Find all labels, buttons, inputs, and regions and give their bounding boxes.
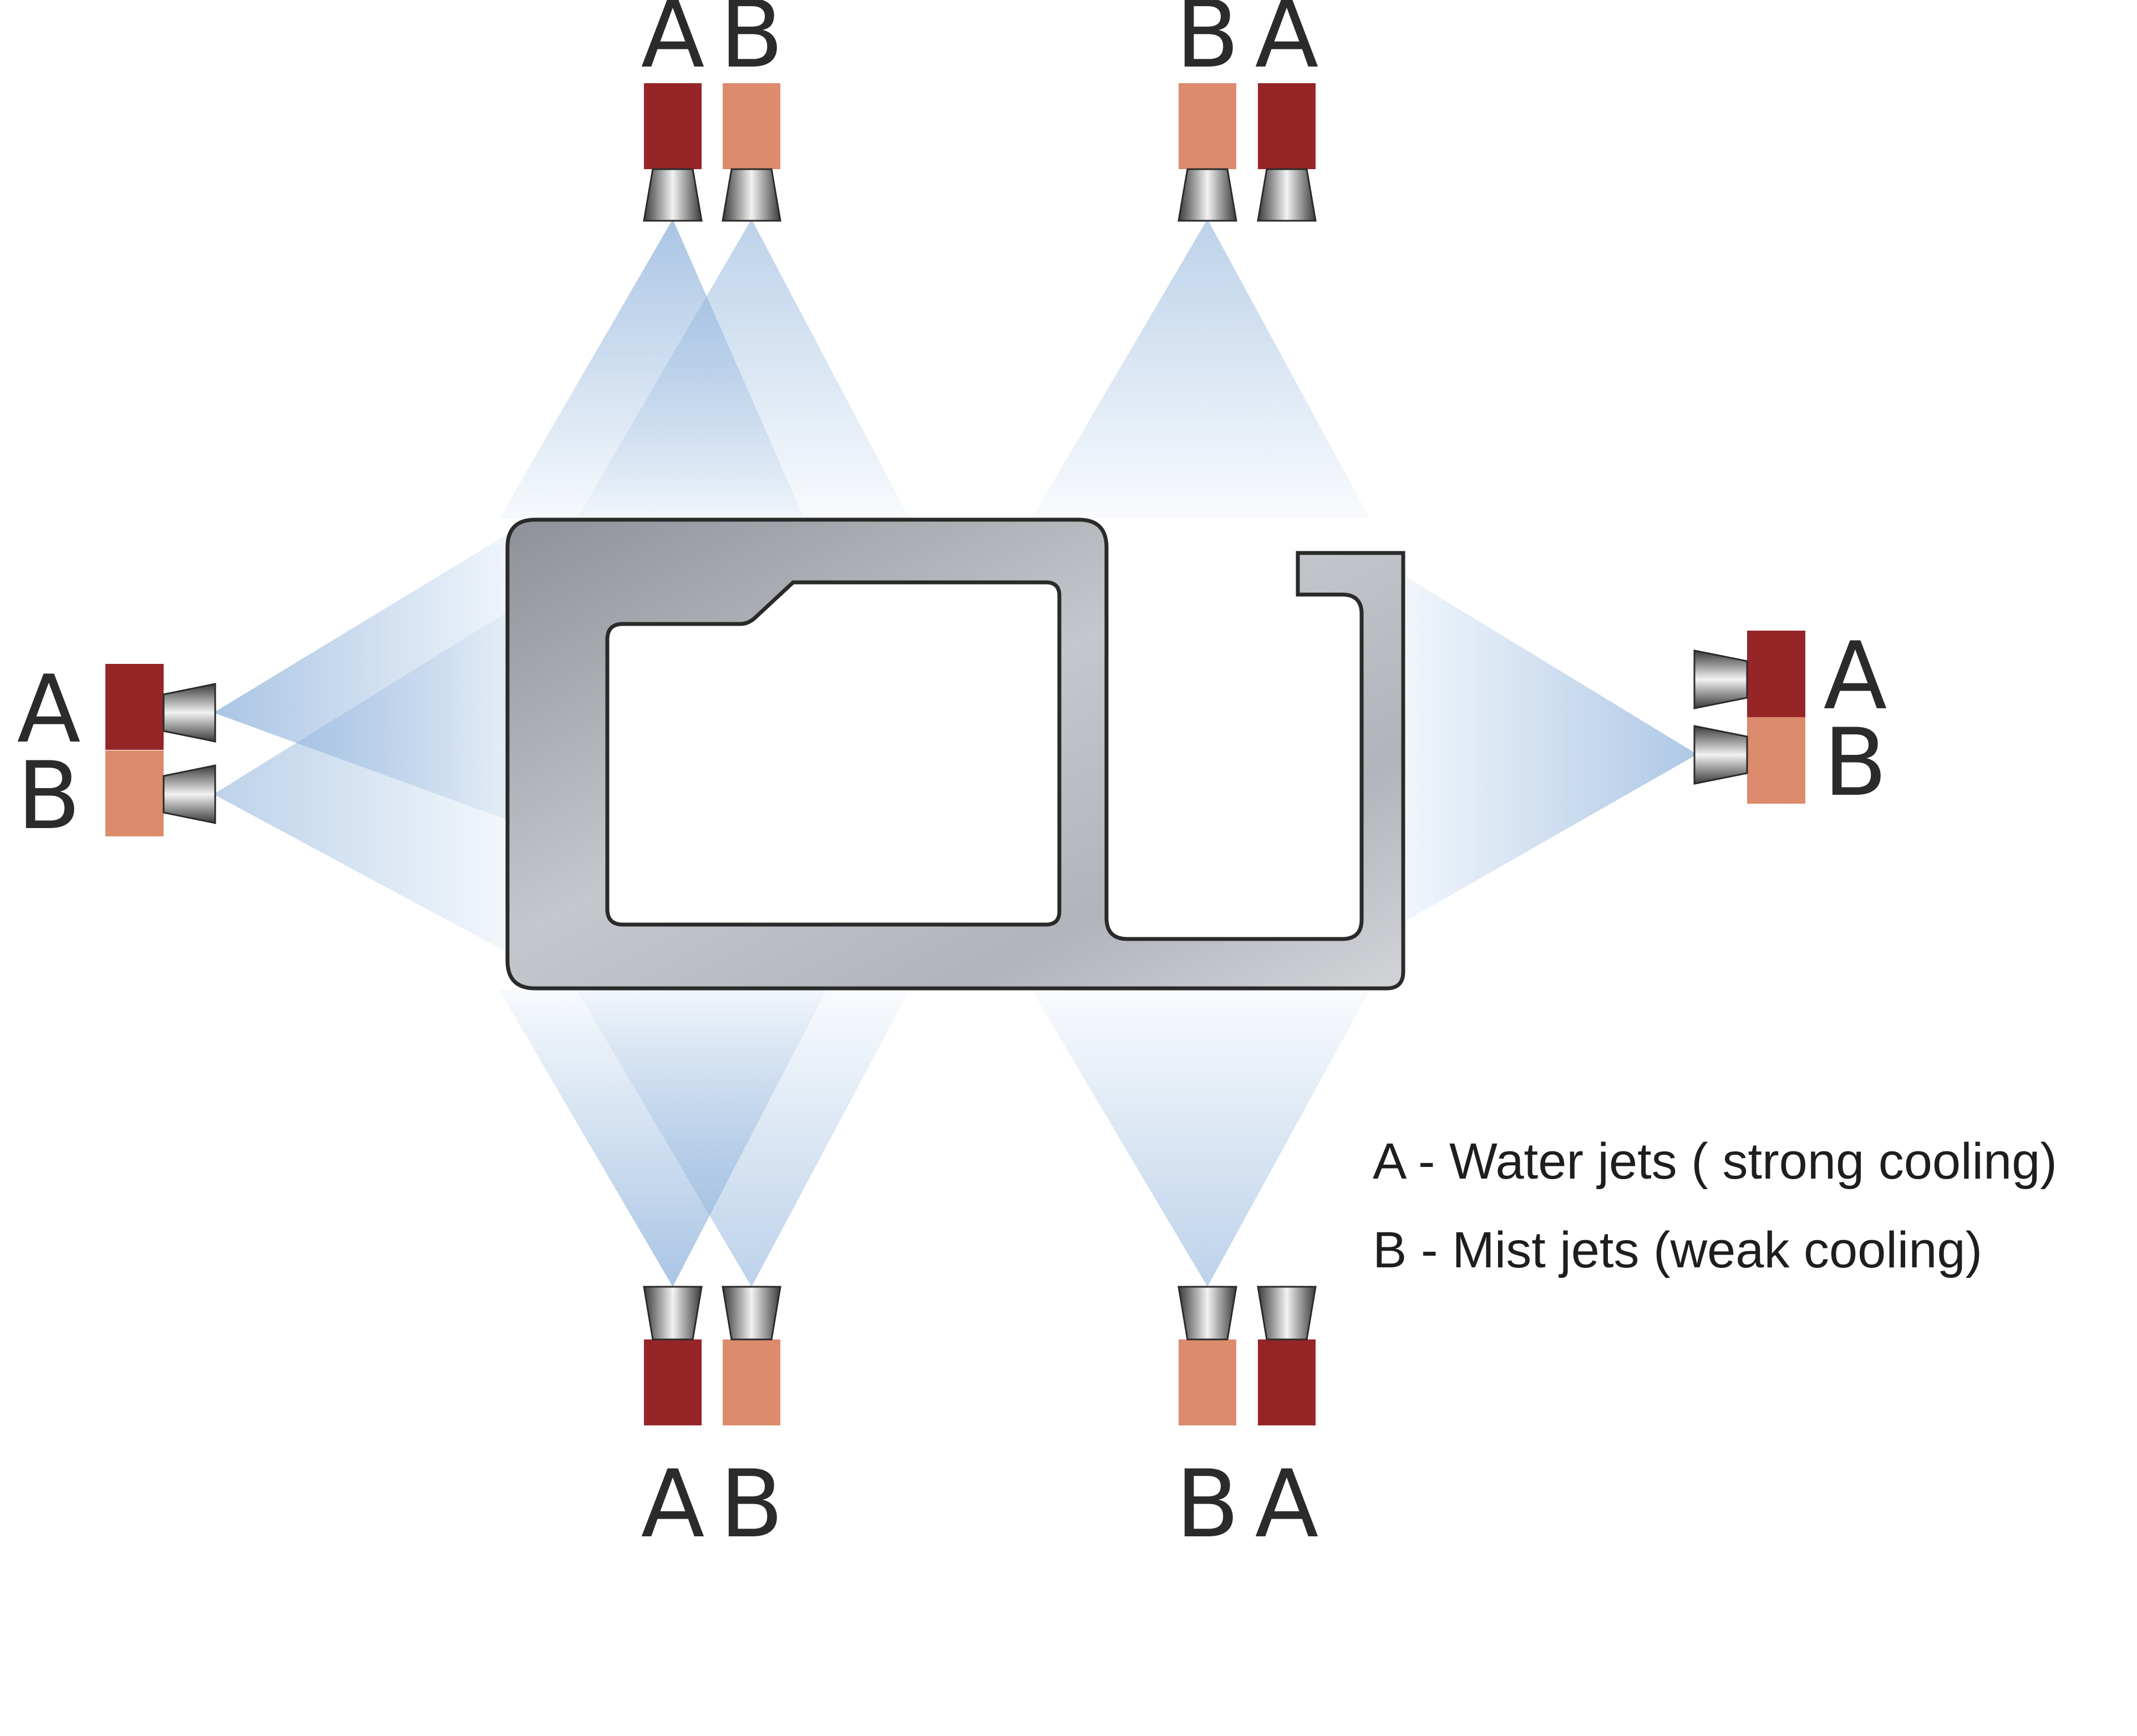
bottom_left-label-b: B	[719, 1450, 783, 1559]
top_right-jet-block-a	[1258, 83, 1316, 169]
top_left-label-b: B	[719, 0, 783, 89]
bottom_left-jet-block-b	[723, 1339, 780, 1425]
right-nozzle-icon-b	[1693, 725, 1748, 785]
spray-top-right-b	[1032, 219, 1370, 519]
profile-body	[505, 517, 1405, 991]
bottom_right-nozzle-icon-a	[1257, 1286, 1317, 1341]
right-jet-block-b	[1747, 717, 1805, 804]
legend-water-jets: A - Water jets ( strong cooling)	[1373, 1133, 2057, 1190]
spray-left-b	[214, 610, 510, 954]
spray-bottom-right-b	[1032, 990, 1370, 1287]
right-nozzle-icon-a	[1693, 649, 1748, 709]
left-jet-block-a	[105, 664, 164, 750]
bottom_left-jet-block-a	[644, 1339, 702, 1425]
bottom_right-jet-block-a	[1258, 1339, 1316, 1425]
top_right-nozzle-icon-b	[1177, 168, 1237, 222]
top_left-nozzle-icon-b	[722, 168, 781, 222]
top_right-nozzle-icon-a	[1257, 168, 1317, 222]
extrusion-profile	[505, 517, 1405, 991]
left-jet-block-b	[105, 750, 164, 836]
legend: A - Water jets ( strong cooling) B - Mis…	[1373, 1133, 2057, 1278]
top_left-jet-block-b	[723, 83, 780, 169]
left-label-a: A	[17, 655, 81, 764]
spray-right	[1406, 577, 1697, 921]
left-nozzle-icon-b	[163, 764, 216, 824]
left-nozzle-icon-a	[163, 683, 216, 743]
spray-fans	[214, 219, 1697, 1287]
left-label-b: B	[17, 742, 80, 850]
bottom_left-label-a: A	[641, 1450, 705, 1559]
top_left-nozzle-icon-a	[643, 168, 703, 222]
legend-mist-jets: B - Mist jets (weak cooling)	[1373, 1222, 1982, 1278]
right-label-b: B	[1823, 708, 1887, 817]
bottom_right-jet-block-b	[1179, 1339, 1236, 1425]
bottom_left-nozzle-icon-b	[722, 1286, 781, 1341]
top_right-label-a: A	[1255, 0, 1319, 89]
right-label-a: A	[1824, 622, 1887, 730]
bottom_left-nozzle-icon-a	[643, 1286, 703, 1341]
top_right-jet-block-b	[1179, 83, 1236, 169]
spray-top-left-b	[577, 219, 910, 519]
spray-bottom-left-b	[577, 990, 910, 1287]
bottom_right-nozzle-icon-b	[1177, 1286, 1237, 1341]
top_left-jet-block-a	[644, 83, 702, 169]
bottom_right-label-a: A	[1255, 1450, 1319, 1559]
top_right-label-b: B	[1175, 0, 1239, 89]
right-jet-block-a	[1747, 631, 1805, 717]
bottom_right-label-b: B	[1175, 1450, 1239, 1559]
top_left-label-a: A	[641, 0, 705, 89]
